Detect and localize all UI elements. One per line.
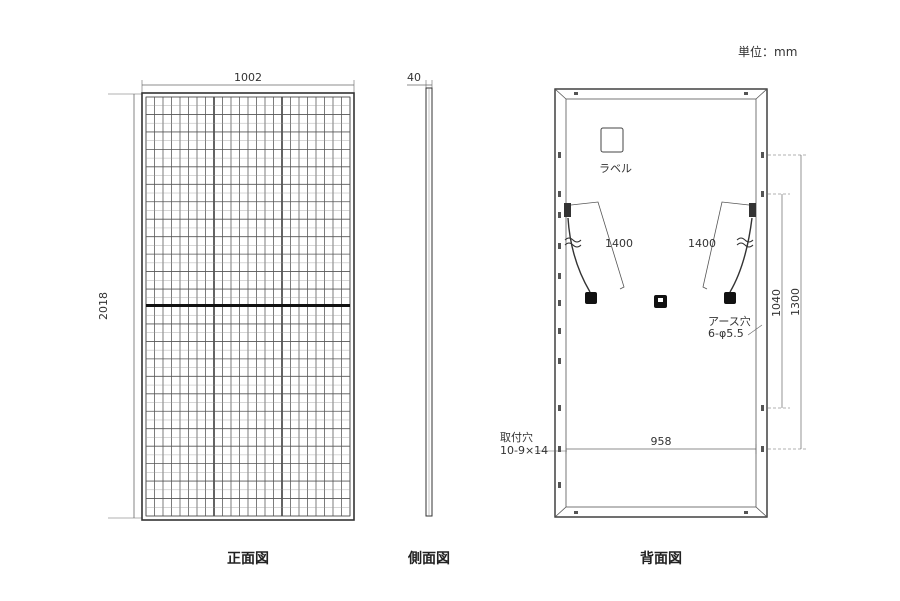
side-thickness-label: 40	[407, 71, 421, 84]
front-width-label: 1002	[234, 71, 262, 84]
front-cell-grid	[145, 96, 351, 517]
label-box	[600, 127, 624, 153]
front-center-divider	[146, 304, 350, 307]
mount-hole-label-2: 10-9×14	[500, 444, 548, 457]
connector-right-icon	[724, 292, 736, 304]
dim-1040-label: 1040	[770, 289, 783, 317]
hole-pitch-x-label: 958	[651, 435, 672, 448]
label-text: ラベル	[599, 162, 632, 175]
front-view: 1002 2018	[97, 71, 355, 521]
back-view-caption: 背面図	[640, 550, 682, 567]
cable-left-label: 1400	[605, 237, 633, 250]
cable-left: 1400	[564, 201, 633, 304]
back-view: ラベル 1400 1400 アース穴 6-φ5.5	[500, 88, 808, 518]
unit-label: 単位：mm	[738, 44, 797, 59]
earth-hole-label-1: アース穴	[708, 314, 751, 328]
cable-right: 1400	[688, 201, 756, 304]
front-height-label: 2018	[97, 292, 110, 320]
cable-right-label: 1400	[688, 237, 716, 250]
dim-1300-label: 1300	[789, 288, 802, 316]
side-view-caption: 側面図	[407, 550, 450, 567]
front-view-caption: 正面図	[227, 551, 269, 567]
frame-holes	[558, 92, 764, 514]
mount-hole-label-1: 取付穴	[500, 430, 533, 444]
side-view: 40	[407, 71, 433, 517]
earth-hole-label-2: 6-φ5.5	[708, 327, 744, 340]
connector-left-icon	[585, 292, 597, 304]
